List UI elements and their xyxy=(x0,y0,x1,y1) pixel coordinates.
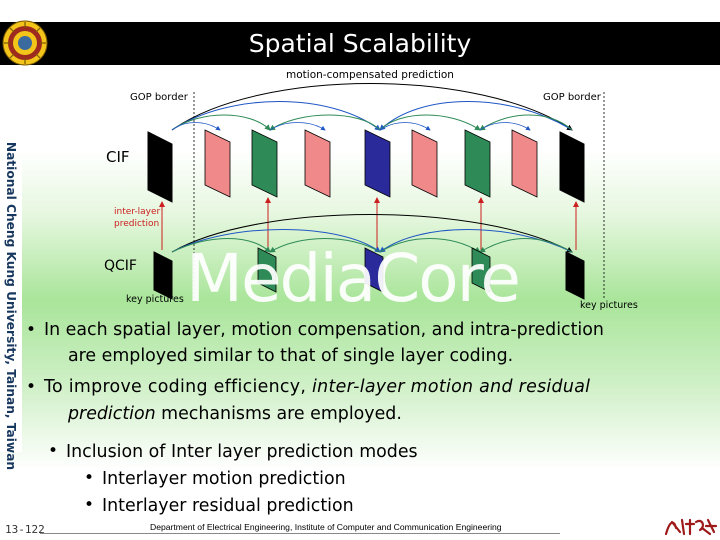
mc-prediction-arc-f xyxy=(269,122,326,131)
qcif-frames xyxy=(153,247,585,300)
bullet-dot-2: • xyxy=(26,377,37,397)
qcif-frame-3 xyxy=(471,247,491,293)
qcif-arc-c xyxy=(379,238,481,253)
mc-prediction-arc-c xyxy=(379,114,481,131)
inter-layer-label-1: inter-layer xyxy=(114,207,161,217)
qcif-frame-2 xyxy=(364,247,384,293)
mc-prediction-arc-h xyxy=(479,122,531,131)
cif-frame-5 xyxy=(411,129,438,198)
side-university-text: National Cheng Kung University, Tainan, … xyxy=(4,141,18,471)
footer-divider xyxy=(40,533,560,534)
mc-prediction-arc-b xyxy=(269,114,381,131)
cif-frame-4 xyxy=(364,129,391,198)
key-pictures-right-label: key pictures xyxy=(580,300,638,311)
side-university-label: National Cheng Kung University, Tainan, … xyxy=(0,142,22,470)
qcif-arc-a xyxy=(171,238,271,253)
bullet-2-start-text: To improve coding efficiency, xyxy=(44,377,313,397)
bullet-dot-1: • xyxy=(26,320,37,340)
cif-frame-6 xyxy=(464,129,491,198)
bullet-1-line-2: are employed similar to that of single l… xyxy=(68,346,514,366)
university-seal-icon xyxy=(662,516,718,538)
qcif-arc-outer xyxy=(171,214,573,253)
bullet-3: Inclusion of Inter layer prediction mode… xyxy=(66,442,418,462)
mc-prediction-arc-a xyxy=(171,114,271,131)
mc-prediction-arc-e xyxy=(171,122,221,131)
cif-frame-7 xyxy=(511,129,538,198)
bullet-dot-3b: • xyxy=(84,495,95,515)
inter-layer-label-2: prediction xyxy=(114,219,159,229)
cif-label: CIF xyxy=(106,148,130,166)
mediacore-watermark: MediaCore xyxy=(186,240,521,317)
cif-frame-1 xyxy=(204,129,231,198)
cif-frame-key-left xyxy=(147,131,173,203)
page-number: 13-122 xyxy=(5,523,45,536)
page-title: Spatial Scalability xyxy=(248,29,472,58)
bullet-1-line-1: In each spatial layer, motion compensati… xyxy=(44,320,604,340)
mc-prediction-arc-left xyxy=(171,101,381,131)
scalability-diagram: motion-compensated prediction GOP border… xyxy=(104,69,638,311)
bullet-2-line-1: To improve coding efficiency, inter-laye… xyxy=(44,377,590,397)
bullet-3-sub-1: Interlayer motion prediction xyxy=(102,469,346,489)
qcif-frame-1 xyxy=(257,247,277,293)
bullet-2-italic-text-2: prediction xyxy=(68,404,156,424)
gop-border-right-label: GOP border xyxy=(543,92,602,103)
bullet-3-sub-2: Interlayer residual prediction xyxy=(102,496,354,516)
qcif-frame-key-right xyxy=(565,251,585,300)
mc-prediction-arc-outer xyxy=(171,83,573,131)
cif-frame-3 xyxy=(304,129,331,198)
gop-border-left-label: GOP border xyxy=(130,92,189,103)
bullet-dot-3: • xyxy=(48,441,59,461)
qcif-label: QCIF xyxy=(104,258,137,274)
bullet-2-line-2: prediction mechanisms are employed. xyxy=(68,404,402,424)
cif-frame-key-right xyxy=(559,131,585,203)
cif-frame-2 xyxy=(251,129,278,198)
cif-frames xyxy=(147,129,585,203)
bullet-2-end-text: mechanisms are employed. xyxy=(155,404,402,424)
qcif-arc-b xyxy=(269,238,381,253)
qcif-frame-key-left xyxy=(153,251,173,300)
mc-prediction-arc-d xyxy=(479,114,573,131)
mc-prediction-arc-right xyxy=(379,101,573,131)
university-emblem-icon xyxy=(2,20,48,66)
qcif-arc-left xyxy=(171,229,381,253)
qcif-arc-d xyxy=(479,238,573,253)
bullet-2-italic-text: inter-layer motion and residual xyxy=(312,377,591,397)
top-arrow-label: motion-compensated prediction xyxy=(286,69,454,81)
title-bar xyxy=(0,22,720,65)
department-label: Department of Electrical Engineering, In… xyxy=(150,522,502,532)
bullet-dot-3a: • xyxy=(84,468,95,488)
key-pictures-left-label: key pictures xyxy=(126,294,184,305)
mc-prediction-arc-g xyxy=(379,122,431,131)
